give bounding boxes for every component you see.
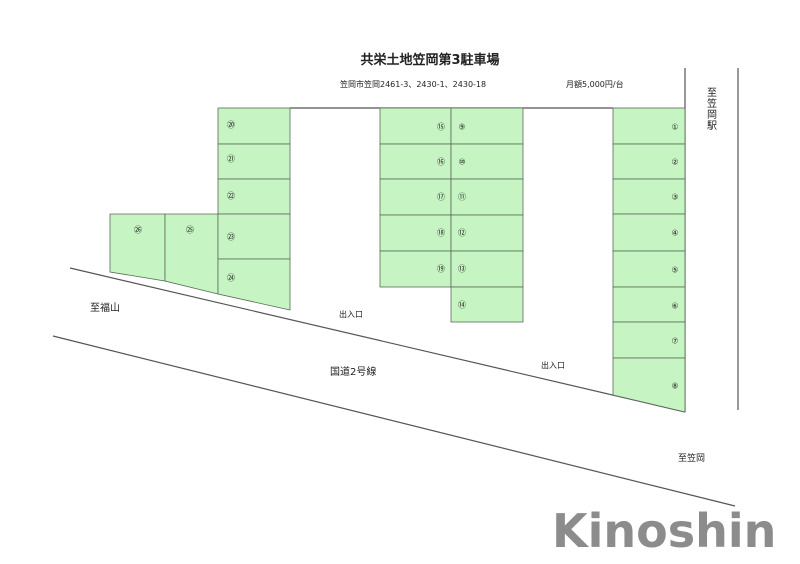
- lot-number: ⑤: [671, 266, 678, 275]
- lot-2: [612, 143, 686, 180]
- lot-15: [379, 107, 452, 145]
- lot-3: [612, 178, 686, 215]
- address-text: 笠岡市笠岡2461-3、2430-1、2430-18: [340, 79, 486, 89]
- price-text: 月額5,000円/台: [566, 79, 624, 89]
- lot-number: ⑰: [437, 193, 445, 202]
- lot-6: [612, 286, 686, 323]
- lot-12: [450, 214, 524, 252]
- lot-4: [612, 213, 686, 252]
- lot-14: [450, 286, 524, 323]
- lot-number: ⑪: [458, 193, 466, 202]
- watermark-logo: Kinoshin: [552, 504, 776, 558]
- lot-16: [379, 143, 452, 180]
- lot-number: ㉑: [227, 155, 235, 164]
- lot-24: [217, 258, 291, 311]
- road-edge-north: [69, 267, 686, 413]
- lot-10: [450, 143, 524, 180]
- lot-13: [450, 250, 524, 288]
- lot-number: ⑨: [458, 123, 465, 132]
- lot-18: [379, 214, 452, 252]
- lot-number: ②: [671, 158, 678, 167]
- lot-number: ⑩: [458, 158, 465, 167]
- lot-number: ⑱: [437, 229, 445, 238]
- lot-number: ④: [671, 229, 678, 238]
- lot-number: ㉒: [227, 192, 235, 201]
- entrance-label: 出入口: [541, 360, 565, 370]
- lot-11: [450, 178, 524, 216]
- lot-number: ⑬: [458, 265, 466, 274]
- lot-7: [612, 321, 686, 359]
- lot-17: [379, 178, 452, 216]
- to-fukuyama-label: 至福山: [90, 301, 120, 314]
- lot-1: [612, 107, 686, 145]
- lot-number: ㉓: [227, 233, 235, 242]
- lot-21: [217, 143, 291, 180]
- lot-number: ⑯: [437, 158, 445, 167]
- lot-number: ⑫: [458, 229, 466, 238]
- lot-8: [612, 357, 686, 413]
- lot-5: [612, 250, 686, 288]
- lot-number: ⑦: [671, 337, 678, 346]
- lot-9: [450, 107, 524, 145]
- road-edge-south: [52, 335, 736, 507]
- lot-number: ⑭: [458, 301, 466, 310]
- lot-number: ①: [671, 123, 678, 132]
- lot-22: [217, 178, 291, 215]
- lot-26: [109, 213, 166, 282]
- lot-number: ⑲: [437, 265, 445, 274]
- to-kasaoka-label: 至笠岡: [678, 452, 705, 464]
- lot-number: ⑮: [437, 123, 445, 132]
- route-2-label: 国道2号線: [330, 365, 376, 378]
- to-kasaoka-station-label: 至笠岡駅: [705, 87, 717, 131]
- lot-number: ⑥: [671, 302, 678, 311]
- lot-number: ㉔: [227, 274, 235, 283]
- lot-20: [217, 107, 291, 145]
- lot-number: ⑧: [671, 382, 678, 391]
- map-title: 共栄土地笠岡第3駐車場: [360, 52, 499, 68]
- entrance-label: 出入口: [339, 309, 363, 319]
- lot-23: [217, 213, 291, 260]
- lot-number: ③: [671, 193, 678, 202]
- lot-number: ㉖: [134, 226, 142, 235]
- lot-number: ㉕: [186, 226, 194, 235]
- lot-number: ⑳: [227, 121, 235, 130]
